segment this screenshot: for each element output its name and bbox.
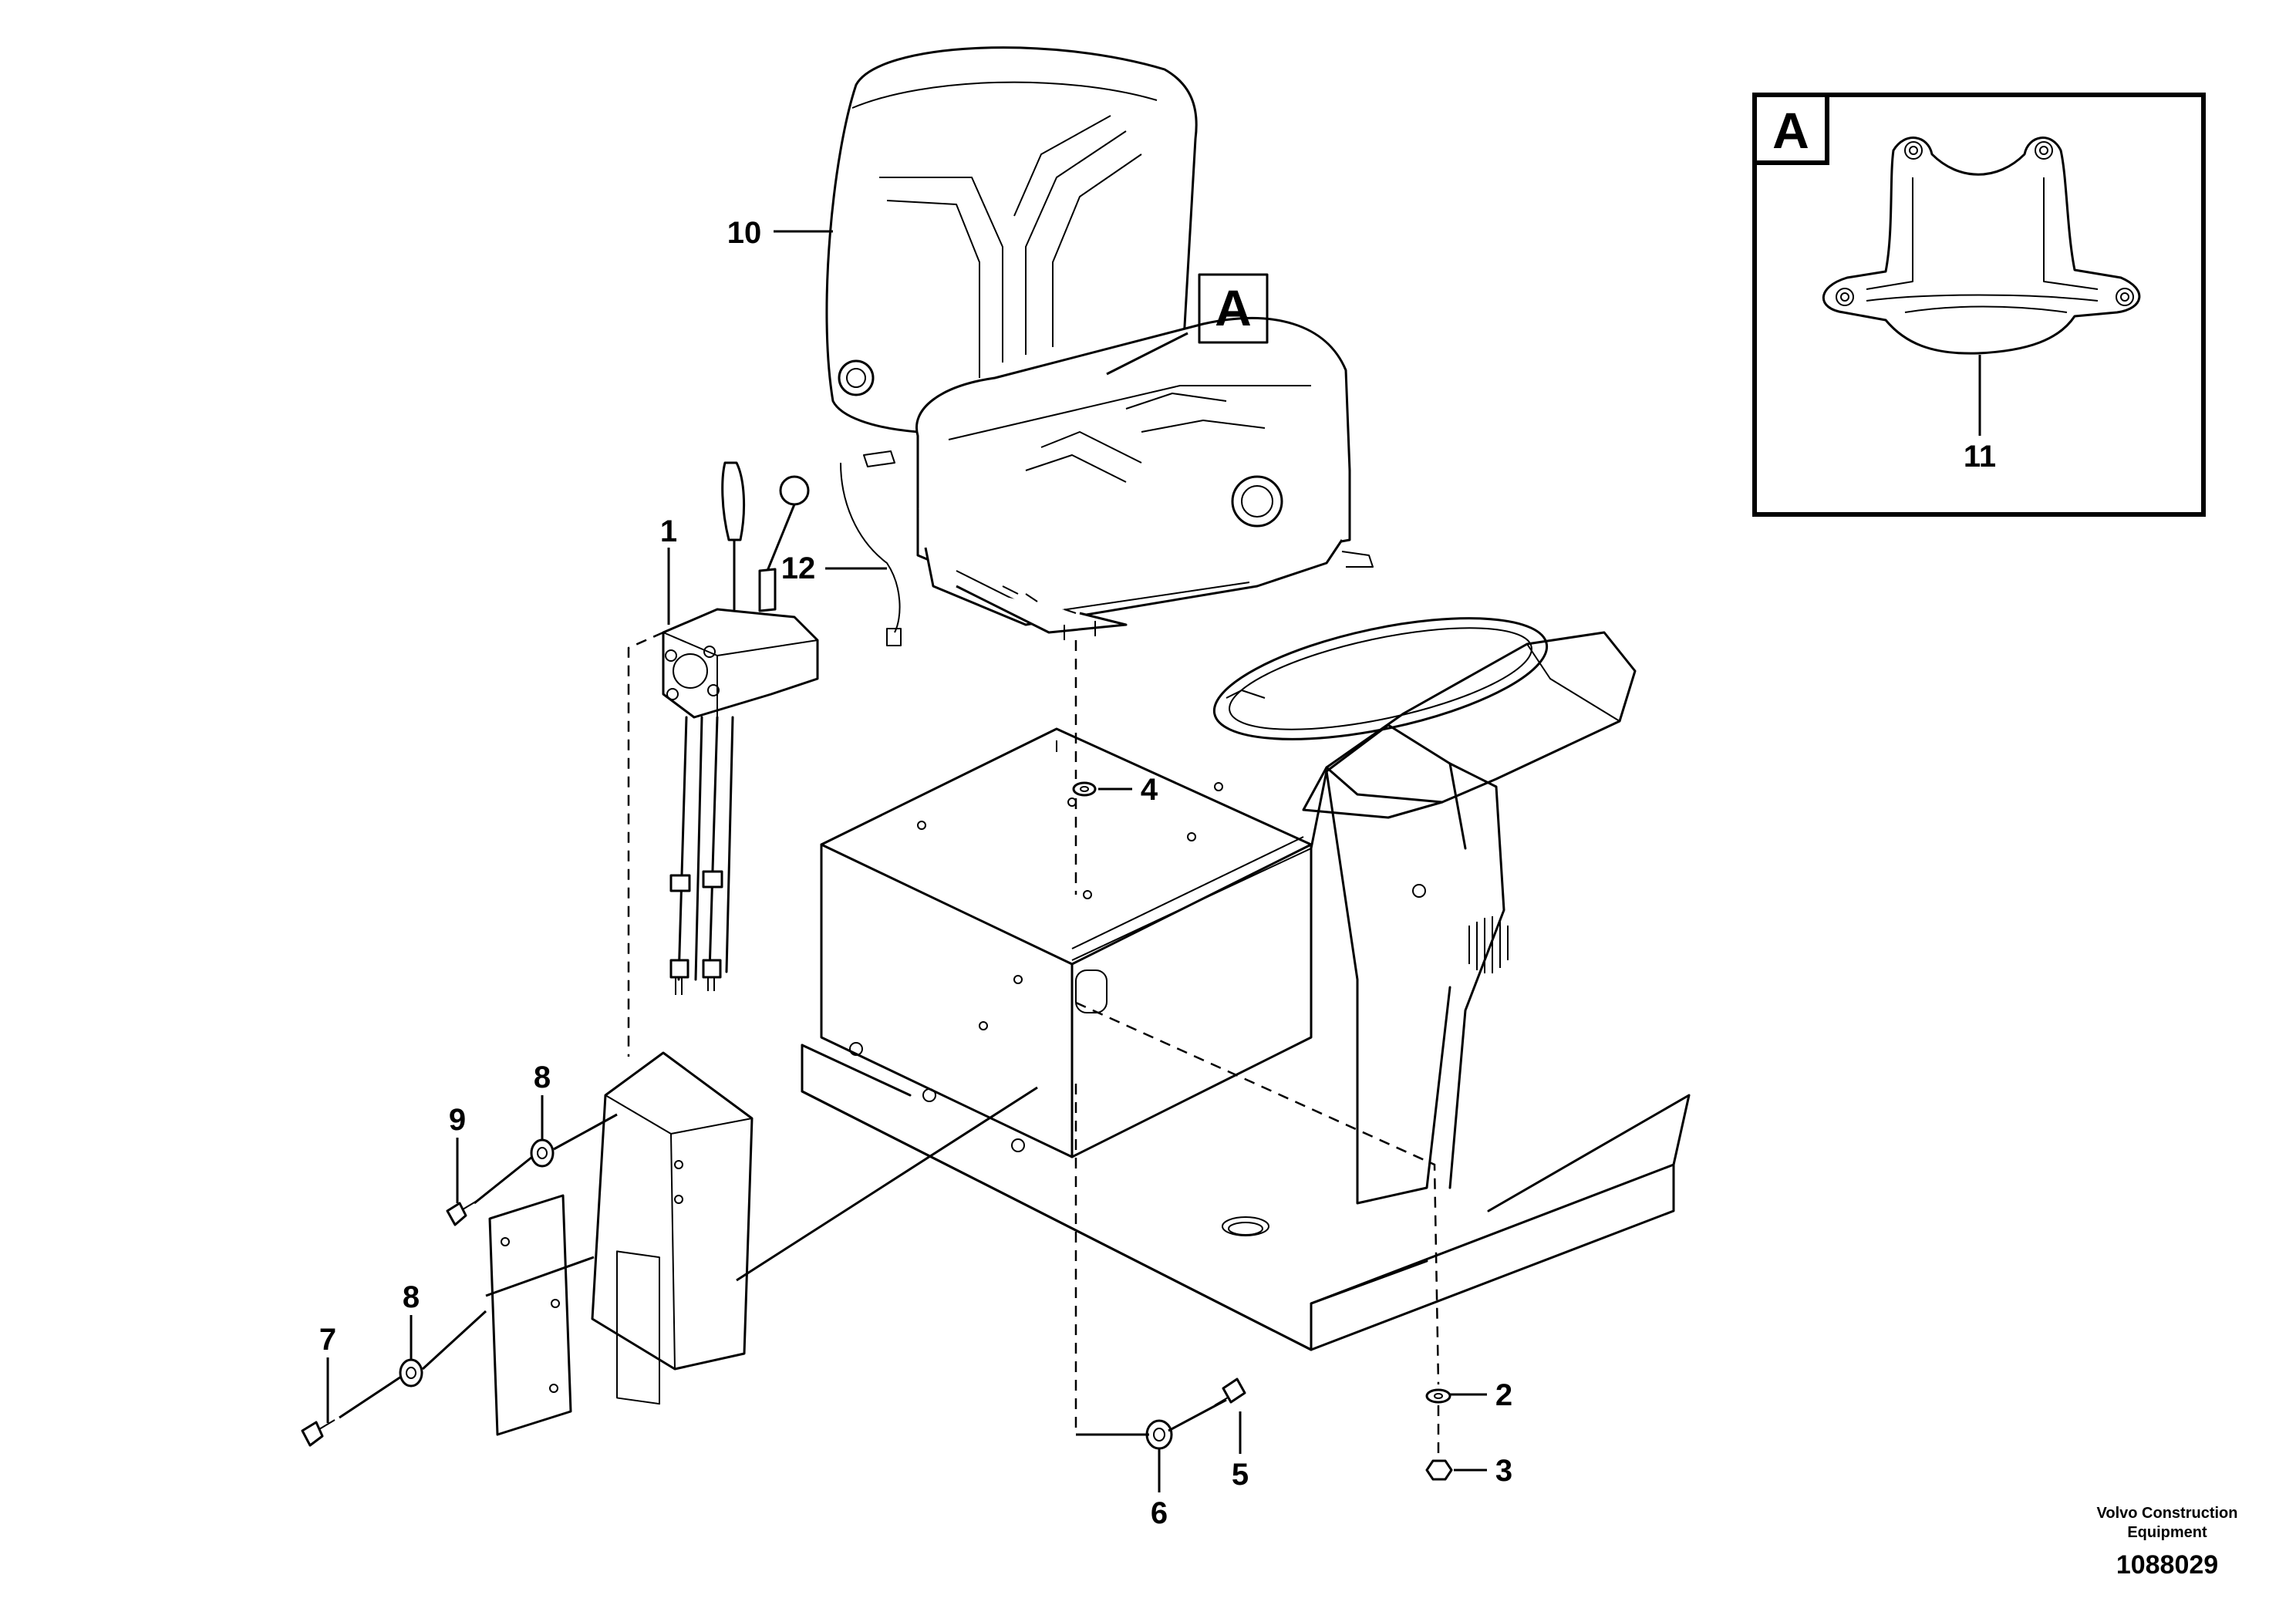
- callout-1: 1: [660, 514, 677, 548]
- callout-4: 4: [1141, 773, 1158, 807]
- callout-11: 11: [1964, 440, 1996, 474]
- detail-inset-A: A: [1752, 93, 2206, 517]
- callout-10: 10: [727, 216, 762, 250]
- bracket-part: [1822, 137, 2141, 355]
- detail-marker-main-letter: A: [1215, 279, 1252, 336]
- callout-3: 3: [1495, 1454, 1512, 1488]
- assembly-lines: [339, 631, 1440, 1461]
- footer: Volvo Construction Equipment 1088029: [2097, 1505, 2238, 1580]
- document-number: 1088029: [2116, 1550, 2218, 1580]
- operator-platform: [801, 727, 1691, 1351]
- callout-2: 2: [1495, 1378, 1512, 1412]
- callout-6: 6: [1151, 1496, 1168, 1530]
- detail-inset-letter: A: [1772, 102, 1809, 159]
- callout-leaders: [326, 230, 1487, 1492]
- callout-8-lower: 8: [403, 1280, 420, 1314]
- callout-12: 12: [781, 551, 816, 585]
- callout-5: 5: [1232, 1458, 1249, 1492]
- control-lever-assembly: [662, 461, 819, 995]
- callout-8-upper: 8: [534, 1061, 551, 1094]
- lever-housing: [488, 1051, 754, 1436]
- brand-line-2: Equipment: [2127, 1524, 2207, 1541]
- detail-marker-main: A: [1198, 273, 1269, 344]
- callout-7: 7: [319, 1323, 336, 1357]
- seat-assembly: [825, 46, 1374, 646]
- steering-console: [1212, 617, 1637, 1205]
- callout-9: 9: [449, 1103, 466, 1137]
- callout-labels: 10 12 1 4 2 3 5 6 9 8 8 7 11: [319, 216, 1996, 1530]
- fasteners: [301, 781, 1453, 1481]
- brand-line-1: Volvo Construction: [2097, 1505, 2238, 1522]
